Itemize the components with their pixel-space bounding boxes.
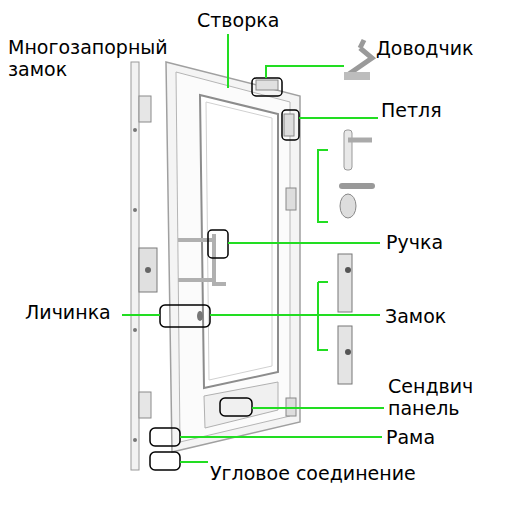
leader-line	[180, 436, 382, 438]
part-label: Створка	[197, 9, 317, 31]
part-label: Ручка	[386, 231, 514, 253]
callout-box	[220, 398, 252, 416]
leader-line	[228, 150, 380, 243]
lock-icon	[345, 349, 351, 355]
callout-box	[282, 110, 299, 140]
lock-bar	[131, 62, 139, 470]
lock-hole	[145, 267, 151, 273]
leader-line	[318, 282, 328, 350]
lock-pin	[133, 128, 137, 132]
callout-boxes	[150, 78, 299, 470]
part-label: Доводчик	[376, 37, 516, 59]
callout-box	[208, 230, 228, 258]
callout-box	[150, 428, 180, 446]
lock-icon	[338, 326, 352, 384]
door-closer-mount	[256, 80, 278, 90]
leader-lines	[122, 34, 384, 462]
lock-icon	[338, 254, 352, 312]
callout-box	[160, 305, 210, 327]
door-handle	[178, 234, 226, 284]
sandwich-panel	[204, 382, 278, 428]
part-label: Многозапорный замок	[8, 36, 186, 80]
lock-bolt	[139, 392, 151, 418]
part-label: Замок	[385, 305, 515, 327]
leader-line	[122, 314, 380, 316]
handle-icon	[348, 138, 372, 143]
multipoint-lock	[131, 62, 157, 470]
part-label: Петля	[381, 99, 511, 121]
lock-case	[139, 248, 157, 292]
closer-icon	[344, 72, 370, 80]
cylinder	[197, 311, 203, 321]
closer-icon	[346, 40, 372, 76]
lock-icon	[345, 267, 351, 273]
part-label: Угловое соединение	[210, 462, 510, 484]
part-label: Сендвич панель	[388, 375, 498, 419]
door-frame	[166, 62, 300, 452]
leader-line	[266, 66, 344, 78]
door-hinge	[286, 188, 296, 210]
callout-box	[252, 78, 282, 96]
leader-line	[227, 34, 229, 88]
part-label: Личинка	[25, 301, 125, 323]
handle-icon	[344, 130, 352, 170]
lock-pin	[133, 438, 137, 442]
callout-box	[150, 452, 180, 470]
lock-pin	[133, 208, 137, 212]
leader-line	[180, 461, 208, 463]
door-hinge	[284, 114, 294, 136]
door	[166, 62, 300, 452]
lock-pin	[133, 328, 137, 332]
part-icons	[338, 40, 372, 384]
part-label: Рама	[386, 426, 514, 448]
handle-icon	[340, 194, 356, 218]
leader-line	[252, 407, 384, 409]
lock-bolt	[139, 96, 151, 122]
leader-line	[299, 117, 378, 119]
door-sash	[176, 72, 290, 442]
handle-icon	[342, 183, 372, 189]
